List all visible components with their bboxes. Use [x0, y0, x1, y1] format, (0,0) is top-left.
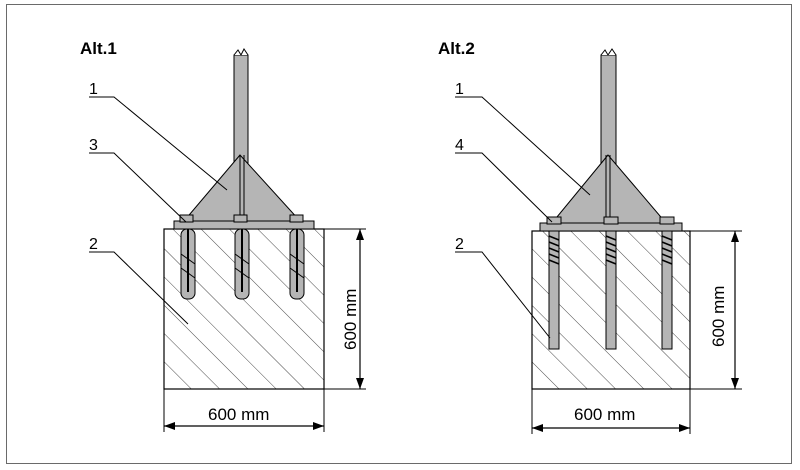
alt1-base-bracket	[182, 154, 302, 222]
alt2-leader-4	[455, 152, 553, 223]
alt1-callout-1: 1	[89, 81, 98, 98]
alt2-callout-1: 1	[455, 81, 464, 98]
alt2-callout-2: 2	[455, 236, 464, 253]
alt1-expansion-anchors	[179, 214, 305, 300]
alt1-dimension-horizontal	[163, 389, 325, 432]
alt1-group: Alt.1	[80, 39, 366, 432]
alt2-dimension-horizontal	[531, 389, 691, 434]
alt1-callout-2: 2	[89, 236, 98, 253]
alt1-dim-vertical-label: 600 mm	[341, 289, 360, 350]
alt1-title: Alt.1	[80, 39, 117, 58]
alt2-threaded-rods	[546, 216, 675, 350]
alt2-dimension-vertical	[690, 230, 742, 390]
alt1-callout-3: 3	[89, 137, 98, 154]
alt1-dimension-vertical	[324, 228, 366, 390]
alt2-dim-vertical-label: 600 mm	[709, 286, 728, 347]
alt1-leader-2	[89, 251, 189, 325]
alt1-dim-horizontal-label: 600 mm	[208, 405, 269, 424]
alt2-leader-1	[455, 96, 591, 196]
alt2-callout-4: 4	[455, 137, 464, 154]
alt2-title: Alt.2	[438, 39, 475, 58]
alt2-base-bracket	[550, 154, 668, 224]
alt1-leader-1	[89, 96, 228, 191]
alt2-leader-2	[455, 251, 551, 339]
alt1-leader-3	[89, 152, 187, 223]
alt2-group: Alt.2	[438, 39, 742, 434]
alt2-dim-horizontal-label: 600 mm	[574, 405, 635, 424]
